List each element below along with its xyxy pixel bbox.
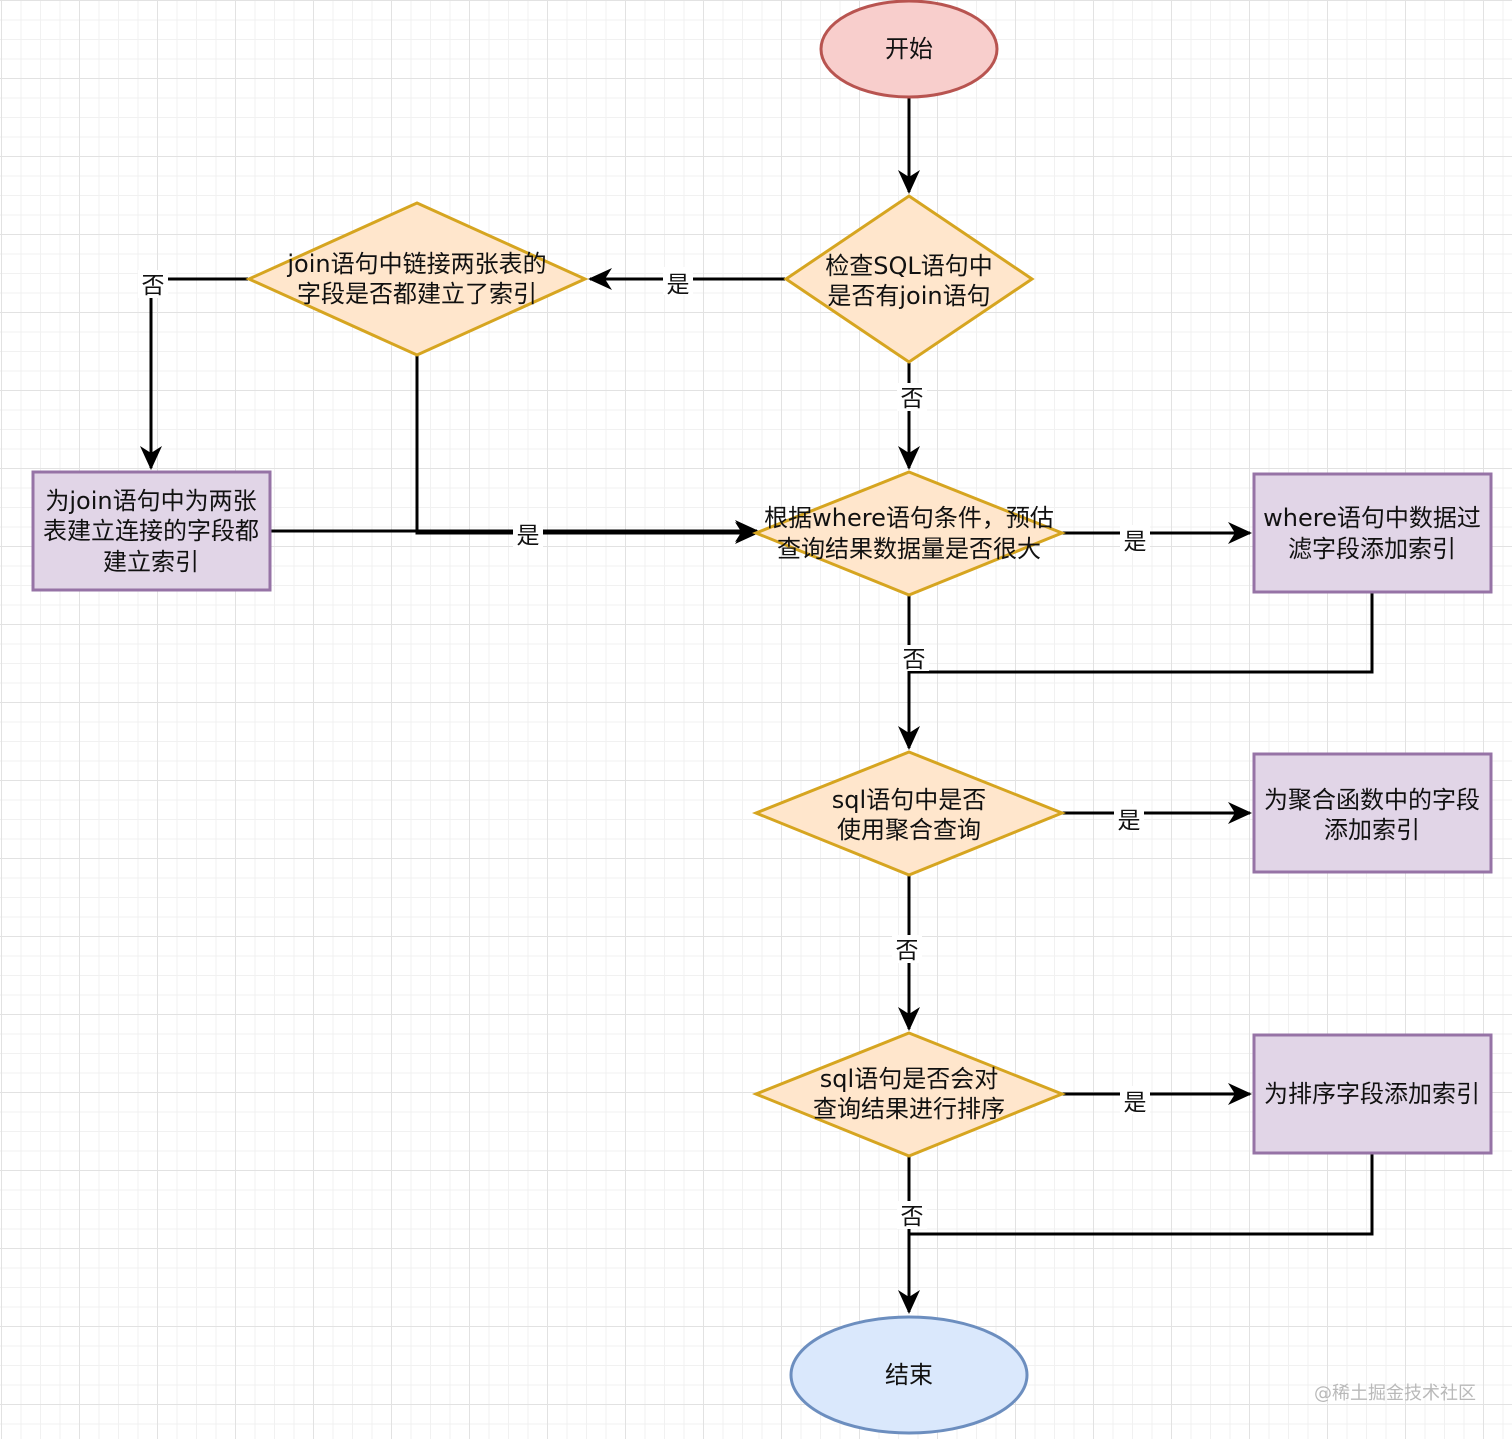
build-join-index-line-2: 表建立连接的字段都 xyxy=(43,517,259,545)
edge-label-where-yes: 是 xyxy=(1120,525,1150,555)
process-agg-index: 为聚合函数中的字段 添加索引 xyxy=(1252,752,1493,874)
edge-label-check-join-no: 否 xyxy=(897,383,927,412)
sort-check-line-2: 查询结果进行排序 xyxy=(813,1095,1005,1123)
svg-text:否: 否 xyxy=(903,647,926,673)
end-terminal: 结束 xyxy=(789,1315,1029,1435)
svg-text:否: 否 xyxy=(901,386,924,412)
where-check-line-2: 查询结果数据量是否很大 xyxy=(777,535,1041,563)
build-join-index-line-1: 为join语句中为两张 xyxy=(45,487,256,515)
where-check-line-1: 根据where语句条件，预估 xyxy=(764,504,1054,532)
where-index-line-1: where语句中数据过 xyxy=(1263,504,1481,532)
svg-text:否: 否 xyxy=(901,1204,924,1230)
svg-text:否: 否 xyxy=(896,938,919,964)
svg-text:是: 是 xyxy=(667,272,690,298)
join-indexed-line-2: 字段是否都建立了索引 xyxy=(297,280,537,308)
agg-check-line-1: sql语句中是否 xyxy=(832,786,986,814)
edge-label-where-no: 否 xyxy=(899,645,929,673)
edge-join-indexed-yes xyxy=(415,356,759,544)
agg-index-line-1: 为聚合函数中的字段 xyxy=(1264,786,1480,814)
start-terminal: 开始 xyxy=(819,0,999,99)
agg-index-line-2: 添加索引 xyxy=(1324,816,1420,844)
decision-agg-check: sql语句中是否 使用聚合查询 xyxy=(751,750,1067,877)
end-label: 结束 xyxy=(885,1361,933,1389)
join-indexed-line-1: join语句中链接两张表的 xyxy=(286,250,546,278)
check-join-line-1: 检查SQL语句中 xyxy=(825,252,993,280)
decision-sort-check: sql语句是否会对 查询结果进行排序 xyxy=(751,1031,1067,1158)
process-build-join-index: 为join语句中为两张 表建立连接的字段都 建立索引 xyxy=(31,470,272,592)
where-index-line-2: 滤字段添加索引 xyxy=(1288,535,1456,563)
edge-label-join-indexed-no: 否 xyxy=(138,270,168,299)
edge-where-index-merge xyxy=(909,593,1374,674)
svg-text:否: 否 xyxy=(142,273,165,299)
edge-label-agg-no: 否 xyxy=(892,935,922,964)
agg-check-line-2: 使用聚合查询 xyxy=(837,816,981,844)
svg-text:是: 是 xyxy=(1124,1090,1147,1116)
svg-text:是: 是 xyxy=(517,523,540,549)
edge-label-agg-yes: 是 xyxy=(1114,804,1144,834)
edge-label-check-join-yes: 是 xyxy=(663,267,693,298)
start-label: 开始 xyxy=(885,35,933,63)
edge-label-join-indexed-yes: 是 xyxy=(513,521,543,549)
edge-label-sort-yes: 是 xyxy=(1120,1086,1150,1116)
decision-join-indexed: join语句中链接两张表的 字段是否都建立了索引 xyxy=(245,201,589,357)
build-join-index-line-3: 建立索引 xyxy=(103,548,199,576)
sort-check-line-1: sql语句是否会对 xyxy=(820,1065,998,1093)
check-join-line-2: 是否有join语句 xyxy=(827,282,990,310)
decision-where-check: 根据where语句条件，预估 查询结果数据量是否很大 xyxy=(751,470,1067,597)
watermark: @稀土掘金技术社区 xyxy=(1314,1383,1476,1404)
svg-text:是: 是 xyxy=(1124,529,1147,555)
svg-text:是: 是 xyxy=(1118,808,1141,834)
edge-join-indexed-no xyxy=(140,277,248,470)
edge-label-sort-no: 否 xyxy=(897,1201,927,1230)
edge-sort-index-merge xyxy=(909,1154,1374,1236)
decision-check-join: 检查SQL语句中 是否有join语句 xyxy=(783,194,1035,364)
process-sort-index: 为排序字段添加索引 xyxy=(1252,1033,1493,1155)
sort-index-label: 为排序字段添加索引 xyxy=(1264,1080,1480,1108)
process-where-index: where语句中数据过 滤字段添加索引 xyxy=(1252,472,1493,594)
